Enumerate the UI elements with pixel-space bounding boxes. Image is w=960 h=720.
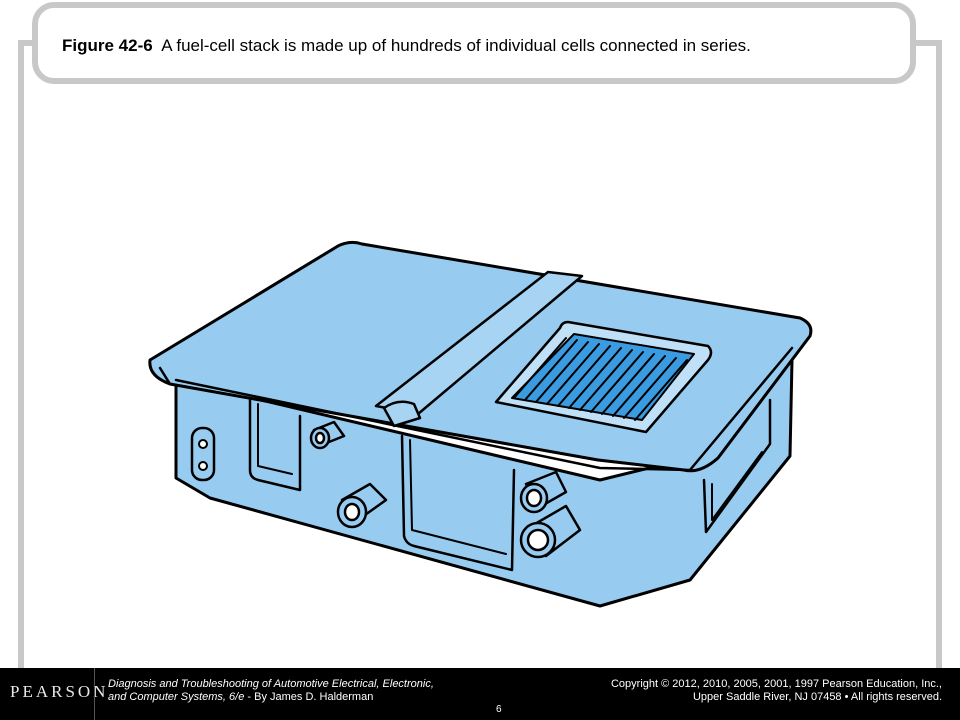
pearson-logo: PEARSON bbox=[10, 682, 109, 701]
pipe-right-upper bbox=[519, 470, 568, 514]
copyright-notice: Copyright © 2012, 2010, 2005, 2001, 1997… bbox=[611, 678, 942, 704]
figure-caption-text: A fuel-cell stack is made up of hundreds… bbox=[161, 36, 751, 55]
frame-right-top bbox=[910, 40, 942, 46]
lid-rim bbox=[158, 334, 812, 472]
book-title-line2: and Computer Systems, 6/e - By James D. … bbox=[108, 691, 434, 704]
figure-caption: Figure 42-6 A fuel-cell stack is made up… bbox=[62, 36, 751, 56]
footer-divider bbox=[94, 668, 95, 720]
pipe-right-lower bbox=[519, 504, 582, 559]
side-panel-center bbox=[400, 434, 516, 572]
frame-right-border bbox=[936, 40, 942, 668]
caption-box: Figure 42-6 A fuel-cell stack is made up… bbox=[32, 2, 916, 84]
book-author: - By James D. Halderman bbox=[244, 691, 374, 703]
book-citation: Diagnosis and Troubleshooting of Automot… bbox=[108, 678, 434, 704]
frame-left-border bbox=[18, 40, 24, 668]
connector-plate bbox=[190, 426, 216, 482]
pipe-small bbox=[309, 420, 346, 450]
copyright-line2: Upper Saddle River, NJ 07458 • All right… bbox=[692, 691, 942, 703]
footer-bar: PEARSON Diagnosis and Troubleshooting of… bbox=[0, 668, 960, 720]
side-panel-right bbox=[702, 398, 772, 534]
book-edition: and Computer Systems, 6/e bbox=[108, 691, 245, 703]
figure-label: Figure 42-6 bbox=[62, 36, 153, 55]
fuel-cell-stack-illustration bbox=[148, 240, 813, 608]
page-number: 6 bbox=[496, 704, 502, 715]
copyright-line1: Copyright © 2012, 2010, 2005, 2001, 1997… bbox=[610, 678, 942, 690]
book-title-line1: Diagnosis and Troubleshooting of Automot… bbox=[108, 678, 434, 690]
frame-left-top bbox=[18, 40, 38, 46]
side-panel-left bbox=[248, 398, 302, 492]
pipe-center bbox=[336, 482, 388, 529]
